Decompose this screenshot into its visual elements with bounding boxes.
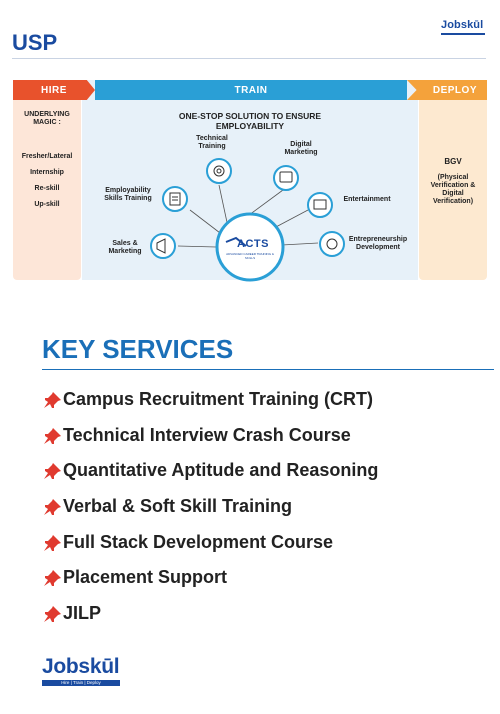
acts-logo-text: ACTS [237,238,269,250]
label-entrepreneurship: Entrepreneurship Development [348,236,408,252]
monitor-icon [313,199,327,210]
device-icon [279,171,293,183]
hire-item-reskill: Re-skill [34,185,60,192]
top-logo[interactable]: Jobskūl [441,19,484,31]
footer-logo-tagline: Hire | Train | Deploy [61,680,101,685]
pushpin-icon [44,569,61,586]
hub-nodes [150,158,345,259]
technical-training-node [206,158,232,184]
pushpin-icon [44,605,61,622]
label-technical-training: Technical Training [196,135,228,151]
train-header: TRAIN [95,80,407,100]
employability-node [162,186,188,212]
train-title: ONE-STOP SOLUTION TO ENSURE EMPLOYABILIT… [178,111,322,132]
service-label: Technical Interview Crash Course [63,425,351,445]
footer-logo: Jobskūl [42,655,120,678]
label-sales-marketing: Sales & Marketing [108,240,142,256]
usp-divider [12,58,486,59]
gear-icon [213,165,225,177]
service-item: Placement Support [42,567,227,588]
acts-logo-swoosh [225,236,247,247]
deploy-column [419,80,487,280]
pushpin-icon [44,462,61,479]
deploy-bgv: BGV [444,157,462,166]
hire-subtitle: UNDERLYING MAGIC : [24,111,70,127]
hire-header: HIRE [13,80,95,100]
service-item: JILP [42,603,101,624]
label-digital-marketing: Digital Marketing [284,141,318,157]
service-item: Quantitative Aptitude and Reasoning [42,460,378,481]
service-label: Full Stack Development Course [63,532,334,552]
service-label: Quantitative Aptitude and Reasoning [63,460,379,480]
label-entertainment: Entertainment [343,196,391,203]
checklist-icon [169,192,181,206]
deploy-header: DEPLOY [407,80,487,100]
usp-title: USP [12,30,58,55]
hire-item-upskill: Up-skill [34,201,60,208]
hire-column [13,80,81,280]
service-item: Technical Interview Crash Course [42,425,351,446]
key-services-title: KEY SERVICES [42,334,234,364]
entertainment-node [307,192,333,218]
service-label: Campus Recruitment Training (CRT) [63,389,374,409]
service-item: Campus Recruitment Training (CRT) [42,389,373,410]
top-logo-underline [441,33,485,35]
service-label: Placement Support [63,567,228,587]
acts-center [215,212,285,282]
gear-center-icon [216,168,222,174]
pushpin-icon [44,427,61,444]
service-item: Full Stack Development Course [42,532,333,553]
deploy-detail: (Physical Verification & Digital Verific… [430,174,476,206]
entrepreneurship-node [319,231,345,257]
hand-coin-icon [326,238,338,250]
label-employability-skills: Employability Skills Training [104,187,152,203]
pushpin-icon [44,498,61,515]
sales-marketing-node [150,233,176,259]
key-services-divider [42,369,494,370]
footer-logo-bar [42,680,120,686]
service-label: JILP [63,603,102,623]
acts-tagline: ADVANCED CAREER TRAINING & SKILLS [226,252,274,260]
hub-connectors [177,184,319,248]
hire-item-internship: Internship [30,169,64,176]
megaphone-icon [156,238,166,254]
digital-marketing-node [273,165,299,191]
training-hub-diagram [150,158,345,282]
hire-item-fresher: Fresher/Lateral [21,153,73,160]
acts-hub-circle [215,212,285,282]
hub-node-icons [156,165,338,254]
pushpin-icon [44,534,61,551]
pushpin-icon [44,391,61,408]
service-item: Verbal & Soft Skill Training [42,496,292,517]
service-label: Verbal & Soft Skill Training [63,496,293,516]
